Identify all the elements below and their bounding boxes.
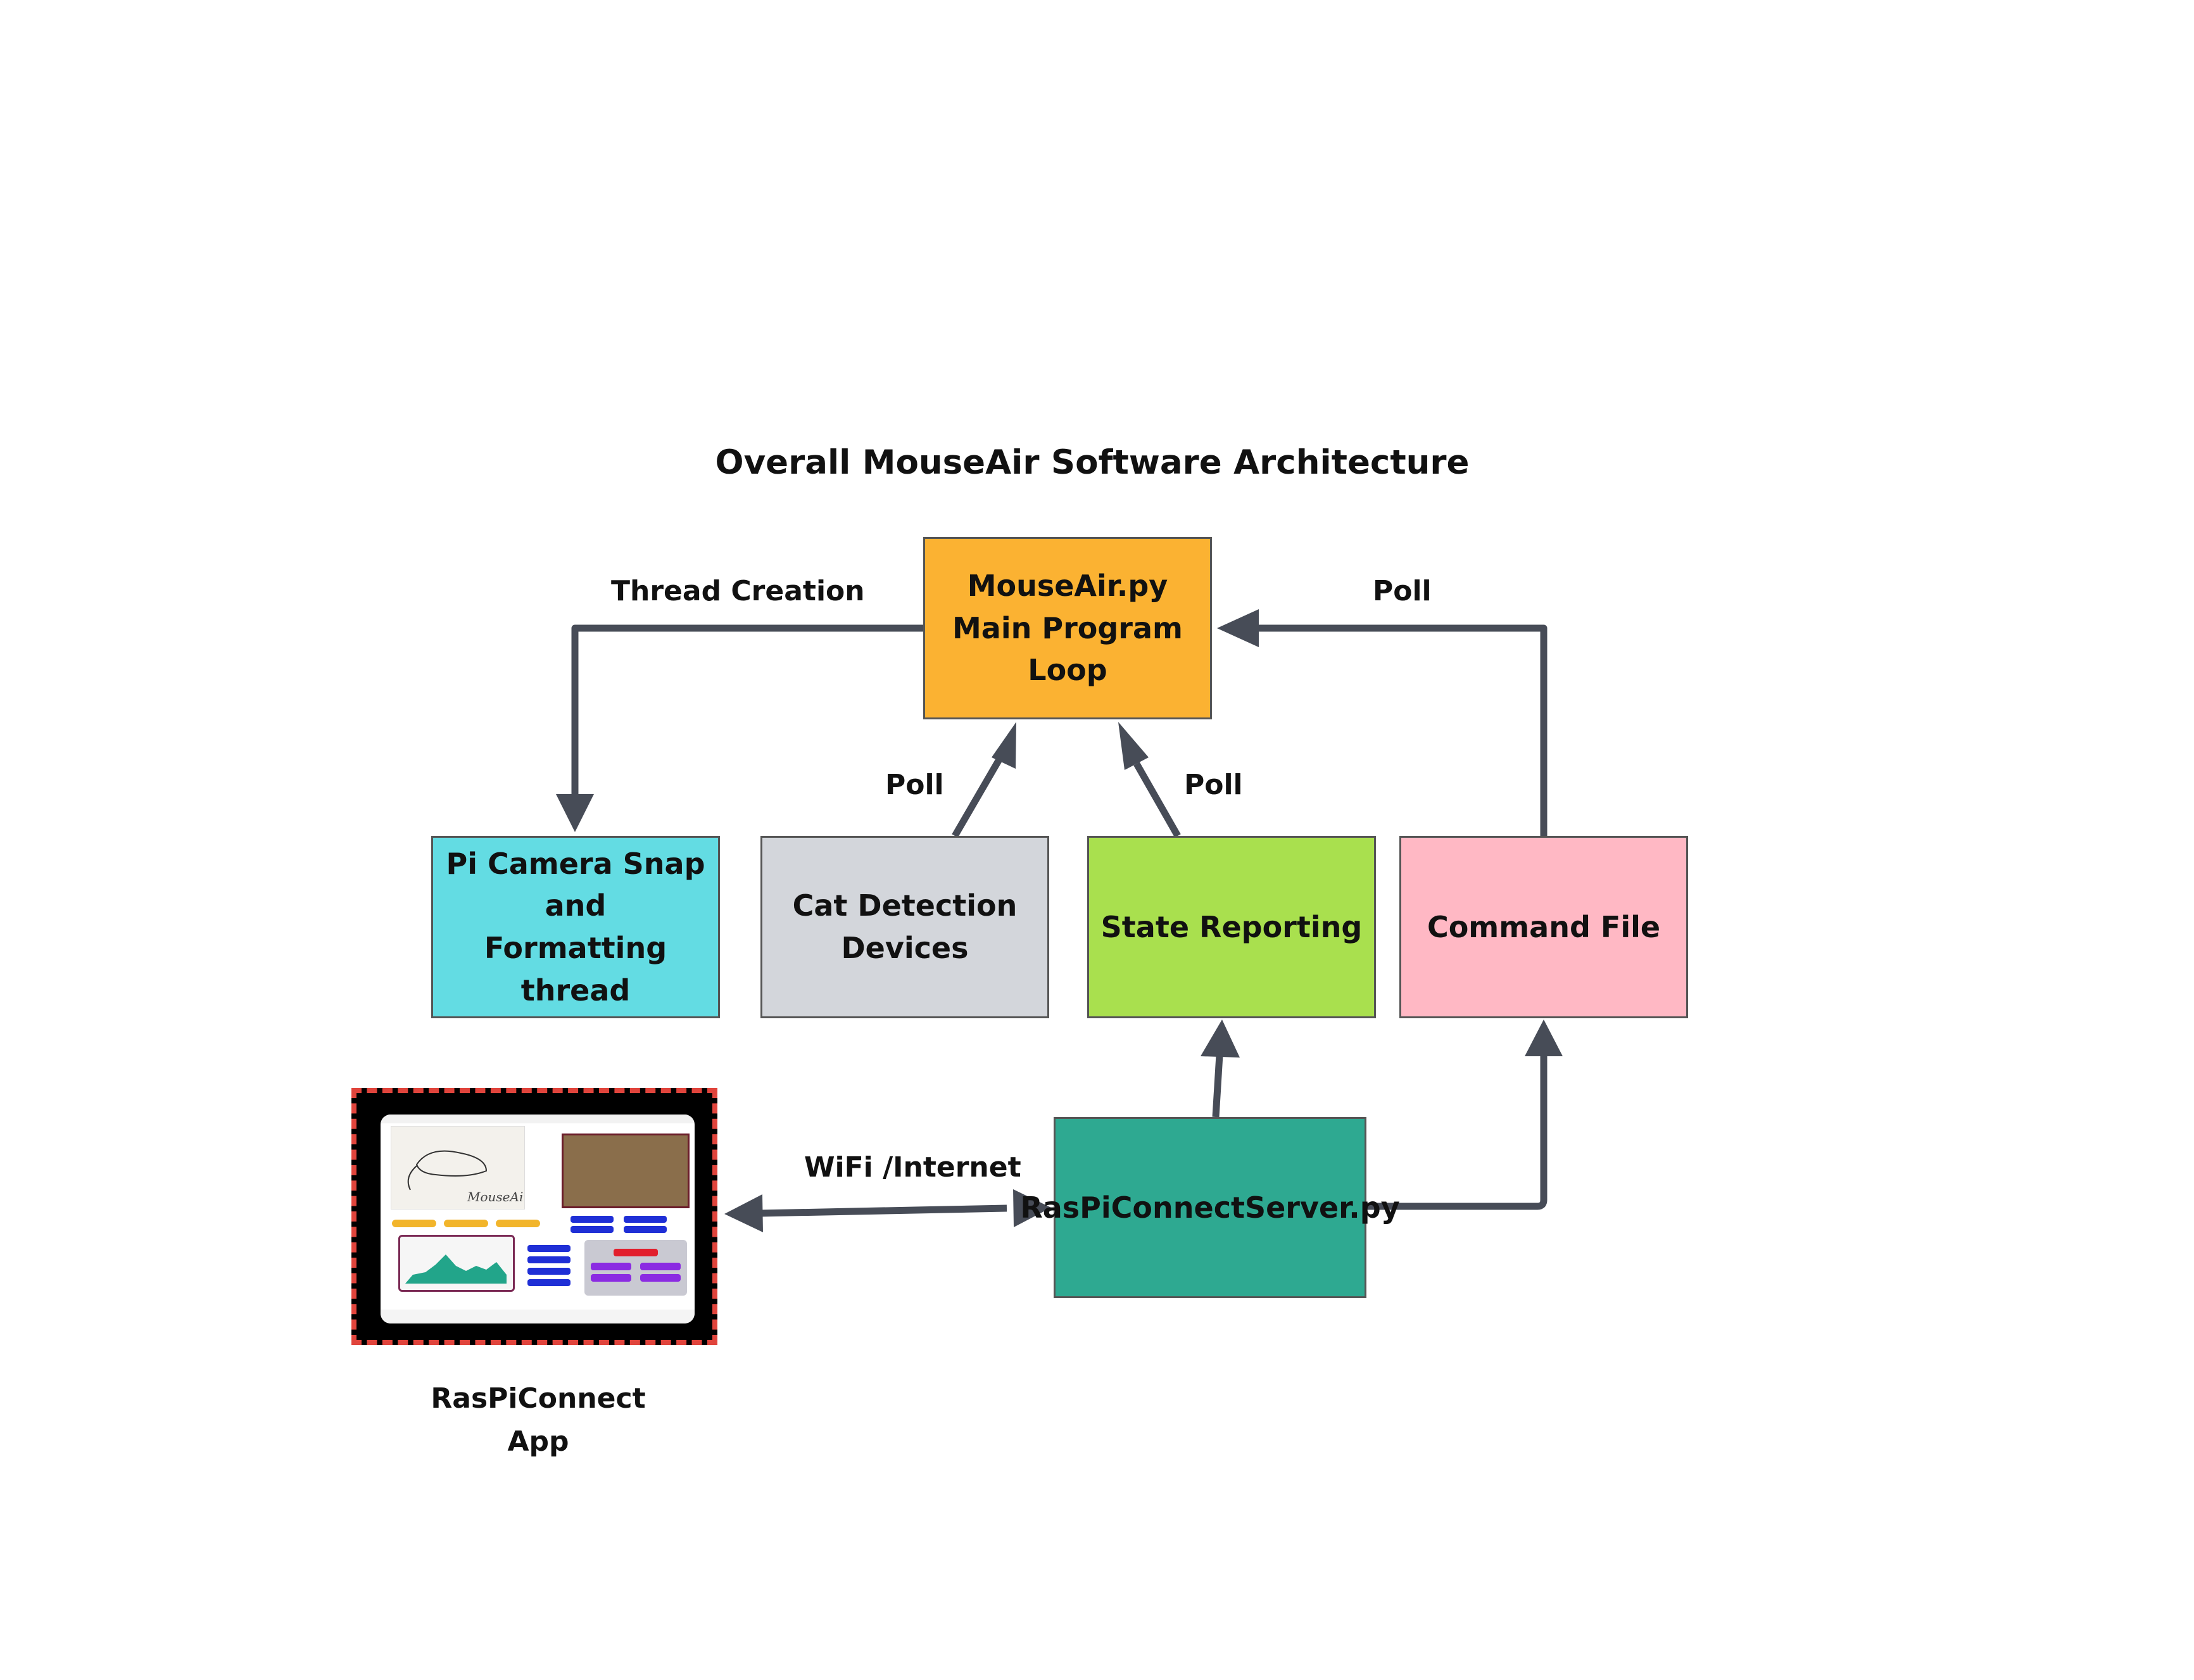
camera-preview-image xyxy=(562,1134,690,1208)
edge-label-poll-state: Poll xyxy=(1184,769,1243,801)
mouse-sketch-icon: MouseAir xyxy=(407,1150,530,1204)
arrowhead-command-to-main xyxy=(1217,609,1259,647)
mouse-logo-image: MouseAir xyxy=(391,1126,530,1209)
state-reporting-label: State Reporting xyxy=(1100,909,1363,944)
arrowhead-to-state xyxy=(1201,1020,1240,1058)
app-button-8 xyxy=(527,1279,571,1286)
main-program-box: MouseAir.py Main Program Loop xyxy=(923,537,1212,719)
edge-thread-creation xyxy=(571,624,923,795)
app-button-7 xyxy=(527,1268,571,1275)
arrowhead-wifi-to-app xyxy=(724,1194,763,1232)
app-range-graph xyxy=(398,1235,515,1292)
camera-thread-box: Pi Camera Snap and Formatting thread xyxy=(431,836,720,1018)
command-file-box: Command File xyxy=(1399,836,1688,1018)
app-pill-3 xyxy=(496,1220,540,1227)
graph-plot-icon xyxy=(405,1254,507,1284)
edge-poll-command xyxy=(1254,624,1548,836)
state-reporting-box: State Reporting xyxy=(1087,836,1376,1018)
edge-wifi xyxy=(759,1204,1007,1217)
command-file-label: Command File xyxy=(1427,909,1661,944)
cat-detection-label: Cat Detection Devices xyxy=(792,888,1018,965)
arrowhead-state-to-main xyxy=(1118,722,1149,770)
app-status-bar xyxy=(381,1115,695,1123)
arrowhead-wifi-to-server xyxy=(1013,1189,1051,1227)
app-button-6 xyxy=(527,1256,571,1263)
edge-server-to-state xyxy=(1212,1054,1223,1118)
edge-label-wifi: WiFi /Internet xyxy=(804,1151,1021,1184)
app-label: RasPiConnect App xyxy=(431,1382,646,1458)
logo-text: MouseAir xyxy=(467,1189,524,1204)
edge-server-to-command xyxy=(1366,1054,1548,1210)
app-tab-bar xyxy=(381,1310,695,1323)
main-program-label: MouseAir.py Main Program Loop xyxy=(952,568,1183,688)
app-button-4 xyxy=(624,1226,667,1233)
edge-label-poll-command: Poll xyxy=(1373,575,1432,607)
app-pill-2 xyxy=(444,1220,488,1227)
arrowhead-to-camera xyxy=(556,794,594,832)
server-box: RasPiConnectServer.py xyxy=(1020,1117,1400,1298)
app-screen: MouseAir xyxy=(381,1115,695,1323)
app-button-3 xyxy=(571,1226,614,1233)
camera-thread-label: Pi Camera Snap and Formatting thread xyxy=(446,846,705,1007)
app-button-2 xyxy=(624,1216,667,1223)
cat-detection-box: Cat Detection Devices xyxy=(760,836,1049,1018)
edge-poll-cat xyxy=(952,755,1004,838)
raspiconnect-app-screenshot: MouseAir xyxy=(351,1088,717,1345)
edge-label-thread-creation: Thread Creation xyxy=(611,575,865,607)
server-label: RasPiConnectServer.py xyxy=(1020,1190,1400,1225)
edge-poll-state xyxy=(1133,762,1181,838)
app-manual-controls-panel xyxy=(584,1240,687,1296)
app-button-1 xyxy=(571,1216,614,1223)
app-button-5 xyxy=(527,1245,571,1252)
arrowhead-cat-to-main xyxy=(992,722,1016,769)
edge-label-poll-cat: Poll xyxy=(885,769,944,801)
diagram-title: Overall MouseAir Software Architecture xyxy=(715,443,1470,482)
app-pill-1 xyxy=(392,1220,436,1227)
arrowhead-to-command xyxy=(1525,1020,1563,1056)
